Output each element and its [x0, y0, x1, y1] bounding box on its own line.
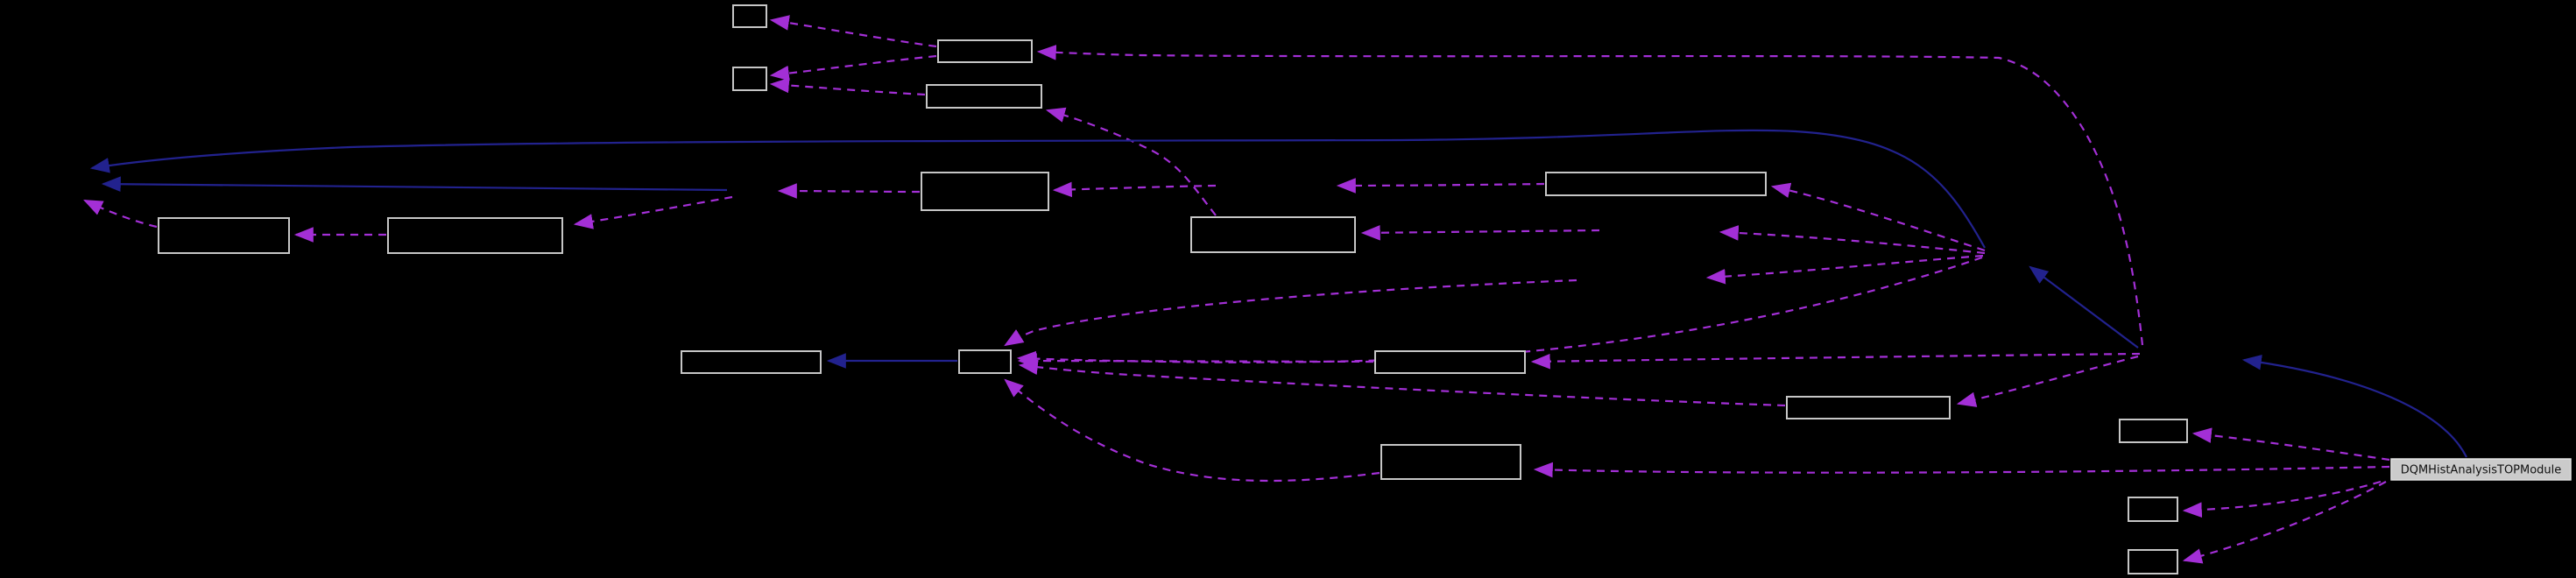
- graph-node-n9[interactable]: [387, 217, 563, 254]
- graph-node-n6[interactable]: [1545, 172, 1767, 196]
- edge-n13-to-n11: [1018, 359, 1786, 407]
- graph-node-n2[interactable]: [937, 39, 1033, 63]
- graph-node-n5[interactable]: [921, 172, 1049, 211]
- graph-node-main[interactable]: DQMHistAnalysisTOPModule: [2390, 458, 2572, 481]
- graph-node-n1[interactable]: [732, 4, 767, 28]
- graph-node-n7[interactable]: [1190, 216, 1356, 253]
- edge-hidden-e-to-n11: [1016, 256, 1983, 367]
- edge-hidden-e-to-n6: [1770, 182, 1986, 252]
- graph-node-n3[interactable]: [732, 67, 767, 91]
- graph-node-n14[interactable]: [1380, 444, 1521, 480]
- graph-node-n17[interactable]: [2128, 497, 2178, 522]
- node-box-n9[interactable]: [387, 217, 563, 254]
- node-box-n10[interactable]: [681, 350, 822, 374]
- node-box-n2[interactable]: [937, 39, 1033, 63]
- edge-hidden-e-to-hidden-f: [1719, 225, 1986, 255]
- edge-hidden-top-right-to-hidden-e: [2029, 265, 2139, 349]
- edge-hidden-g-to-n11: [1004, 278, 1577, 347]
- edge-n7-to-n4: [1045, 107, 1217, 216]
- edge-hidden-e-to-hidden-left: [89, 129, 1986, 249]
- node-box-n18[interactable]: [2128, 549, 2178, 574]
- edge-n2-to-n3: [769, 54, 937, 81]
- edge-n5-to-hidden-b: [777, 183, 921, 199]
- main-node-label[interactable]: DQMHistAnalysisTOPModule: [2401, 464, 2562, 477]
- graph-node-n11[interactable]: [958, 349, 1012, 374]
- edge-hidden-b-to-hidden-left: [101, 176, 728, 192]
- graph-node-n15[interactable]: [2119, 419, 2188, 443]
- edge-hidden-e-to-hidden-g: [1705, 254, 1984, 285]
- main-node-box[interactable]: [2390, 458, 2572, 481]
- edge-n16-to-n15: [2191, 427, 2390, 462]
- edges-layer: [83, 15, 2467, 564]
- node-box-n4[interactable]: [926, 84, 1042, 109]
- edge-hidden-top-right-to-n12: [1530, 352, 2141, 370]
- node-box-n17[interactable]: [2128, 497, 2178, 522]
- edge-n2-to-n1: [769, 15, 937, 48]
- graph-node-n13[interactable]: [1786, 396, 1951, 419]
- node-box-n8[interactable]: [158, 217, 290, 254]
- edge-hidden-b-to-n9: [573, 195, 733, 229]
- node-box-n7[interactable]: [1190, 216, 1356, 253]
- graph-node-n12[interactable]: [1374, 350, 1526, 374]
- node-box-n13[interactable]: [1786, 396, 1951, 419]
- edge-hidden-f-to-n7: [1360, 224, 1600, 241]
- node-box-n5[interactable]: [921, 172, 1049, 211]
- graph-node-n8[interactable]: [158, 217, 290, 254]
- edge-hidden-c-to-n5: [1052, 181, 1217, 198]
- edge-n4-to-n3: [769, 77, 926, 96]
- edge-n14-to-n11: [1004, 378, 1380, 483]
- node-box-n3[interactable]: [732, 67, 767, 91]
- edge-n16-to-n14: [1533, 462, 2390, 478]
- edge-n6-to-hidden-c: [1336, 178, 1545, 194]
- node-box-n6[interactable]: [1545, 172, 1767, 196]
- graph-node-n18[interactable]: [2128, 549, 2178, 574]
- node-box-n15[interactable]: [2119, 419, 2188, 443]
- node-box-n12[interactable]: [1374, 350, 1526, 374]
- graph-node-n4[interactable]: [926, 84, 1042, 109]
- edge-n16-to-n17: [2182, 480, 2382, 518]
- graph-node-n10[interactable]: [681, 350, 822, 374]
- edge-n16-to-hidden-top-right: [2241, 354, 2467, 458]
- node-box-n1[interactable]: [732, 4, 767, 28]
- edge-hidden-top-right-to-n13: [1956, 355, 2139, 407]
- nodes-layer: DQMHistAnalysisTOPModule: [158, 4, 2572, 574]
- node-box-n11[interactable]: [958, 349, 1012, 374]
- node-box-n14[interactable]: [1380, 444, 1521, 480]
- edge-hidden-top-right-to-n2: [1036, 45, 2144, 346]
